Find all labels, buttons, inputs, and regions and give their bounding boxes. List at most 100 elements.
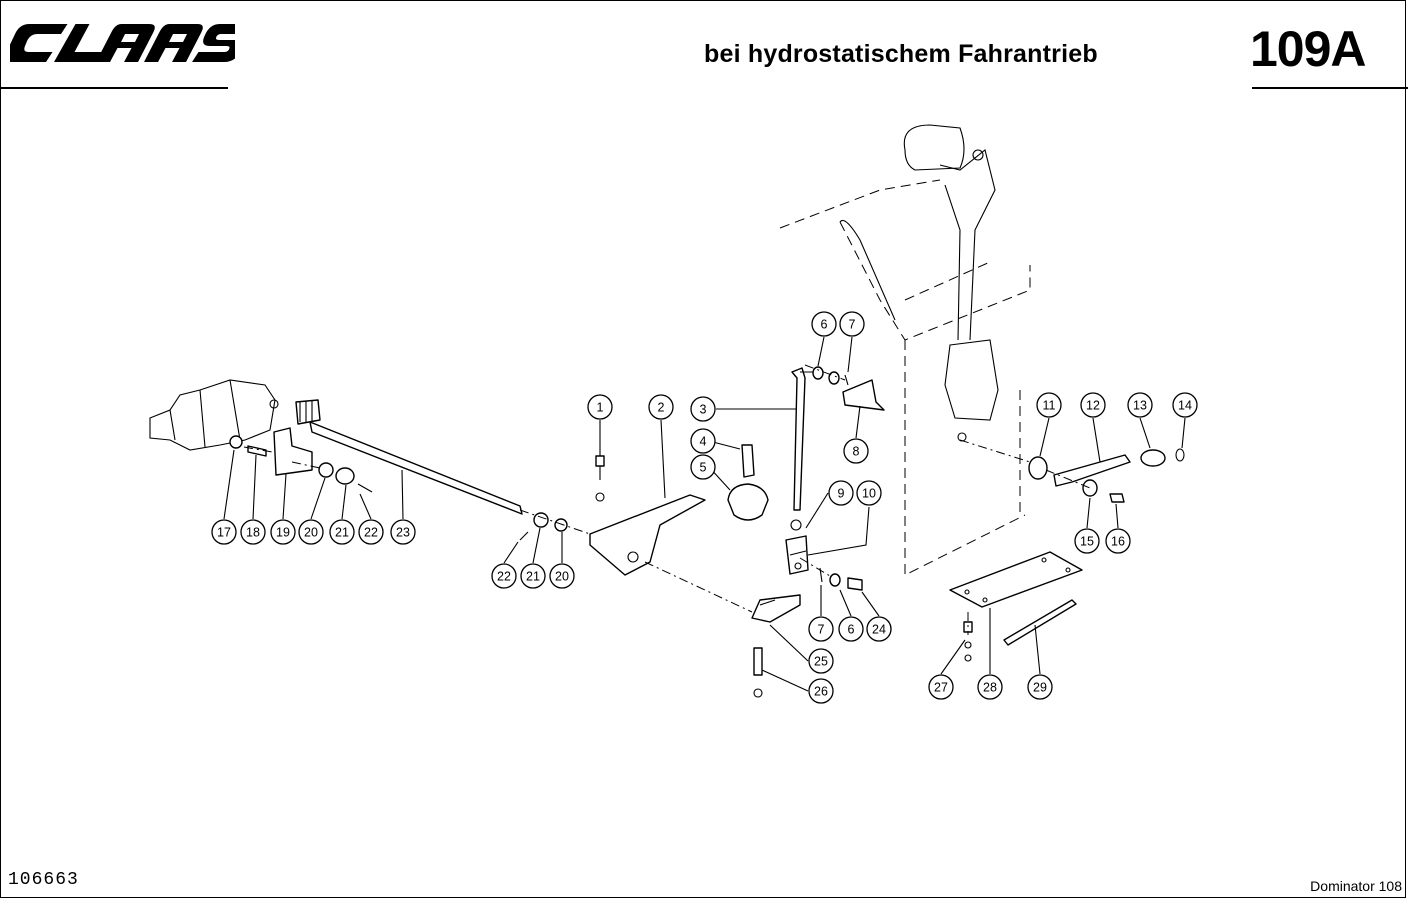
callout-label: 6 xyxy=(848,623,855,637)
callout-c1: 1 xyxy=(587,394,613,420)
claas-logo xyxy=(10,24,235,62)
callout-circle xyxy=(211,519,237,545)
callout-c20b: 20 xyxy=(549,563,575,589)
control-lever xyxy=(903,124,1031,463)
callout-c29: 29 xyxy=(1027,674,1053,700)
model-name: Dominator 108 xyxy=(1310,878,1402,894)
callout-c22a: 22 xyxy=(358,519,384,545)
callout-label: 21 xyxy=(526,570,540,584)
parts-9-10-clevis xyxy=(785,535,809,575)
callout-label: 15 xyxy=(1080,535,1094,549)
callout-label: 19 xyxy=(276,526,290,540)
callout-label: 27 xyxy=(934,681,948,695)
callout-circle xyxy=(808,678,834,704)
callout-circle xyxy=(690,454,716,480)
callout-circle xyxy=(329,519,355,545)
callout-c19: 19 xyxy=(270,519,296,545)
callout-circle xyxy=(1105,528,1131,554)
part-23-rod xyxy=(295,399,523,515)
callout-circle xyxy=(648,394,674,420)
callout-circle xyxy=(811,311,837,337)
callout-label: 11 xyxy=(1043,399,1056,413)
callout-circle xyxy=(1127,392,1153,418)
callout-c3: 3 xyxy=(690,396,716,422)
callout-label: 14 xyxy=(1178,399,1192,413)
callout-label: 9 xyxy=(838,487,845,501)
callout-label: 22 xyxy=(497,570,511,584)
callout-label: 21 xyxy=(335,526,349,540)
callout-circle xyxy=(839,311,865,337)
hydraulic-valve xyxy=(149,379,279,451)
callout-c4: 4 xyxy=(690,428,716,454)
callout-c2: 2 xyxy=(648,394,674,420)
callout-circle xyxy=(928,674,954,700)
parts-6-8 xyxy=(812,366,885,411)
callout-label: 17 xyxy=(217,526,231,540)
callout-label: 7 xyxy=(818,623,825,637)
callout-label: 4 xyxy=(700,435,707,449)
callout-label: 22 xyxy=(364,526,378,540)
callout-label: 2 xyxy=(658,401,665,415)
part-3-rod xyxy=(790,367,818,531)
callout-label: 7 xyxy=(849,318,856,332)
assembly-lines xyxy=(243,364,1091,635)
callout-label: 25 xyxy=(814,655,828,669)
callout-label: 3 xyxy=(700,403,707,417)
callout-label: 20 xyxy=(304,526,318,540)
part-26-bolt xyxy=(753,647,763,698)
parts-6-7-24-lower xyxy=(819,567,863,591)
callout-circle xyxy=(843,438,869,464)
document-number: 106663 xyxy=(8,870,79,890)
callout-circle xyxy=(1027,674,1053,700)
callout-circle xyxy=(690,428,716,454)
callout-c11: 11 xyxy=(1036,392,1062,418)
callout-c22b: 22 xyxy=(491,563,517,589)
callout-c21a: 21 xyxy=(329,519,355,545)
callout-circle xyxy=(866,616,892,642)
callout-label: 20 xyxy=(555,570,569,584)
callout-circle xyxy=(270,519,296,545)
callout-label: 8 xyxy=(853,445,860,459)
callout-label: 6 xyxy=(821,318,828,332)
callout-circle xyxy=(549,563,575,589)
callout-circle xyxy=(1074,528,1100,554)
callout-c7a: 7 xyxy=(839,311,865,337)
callout-c25: 25 xyxy=(808,648,834,674)
callout-circle xyxy=(1080,392,1106,418)
parts-20-22-lower xyxy=(519,512,568,541)
callout-label: 13 xyxy=(1133,399,1147,413)
callout-label: 18 xyxy=(246,526,260,540)
part-1-bolt xyxy=(595,455,605,502)
callout-c14: 14 xyxy=(1172,392,1198,418)
callout-circle xyxy=(690,396,716,422)
callout-c10: 10 xyxy=(856,480,882,506)
callout-circle xyxy=(856,480,882,506)
callout-circle xyxy=(828,480,854,506)
callout-circle xyxy=(587,394,613,420)
page-title: bei hydrostatischem Fahrantrieb xyxy=(704,40,1098,68)
callout-circle xyxy=(1036,392,1062,418)
callout-c21b: 21 xyxy=(520,563,546,589)
callout-c20a: 20 xyxy=(298,519,324,545)
callout-label: 10 xyxy=(862,487,876,501)
callout-c7b: 7 xyxy=(808,616,834,642)
parts-11-16 xyxy=(1028,448,1185,503)
callout-circle xyxy=(520,563,546,589)
callout-label: 1 xyxy=(597,401,604,415)
page-number: 109A xyxy=(1250,21,1367,77)
callout-circle xyxy=(298,519,324,545)
callout-circle xyxy=(808,616,834,642)
parts-4-5 xyxy=(727,444,769,521)
part-2-bracket xyxy=(589,494,706,576)
callout-c23: 23 xyxy=(390,519,416,545)
callout-c16: 16 xyxy=(1105,528,1131,554)
part-25-lever xyxy=(751,594,801,623)
callout-label: 16 xyxy=(1111,535,1125,549)
callout-c15: 15 xyxy=(1074,528,1100,554)
callout-circle xyxy=(390,519,416,545)
cab-outline xyxy=(779,179,1031,576)
callout-c26: 26 xyxy=(808,678,834,704)
callout-c13: 13 xyxy=(1127,392,1153,418)
